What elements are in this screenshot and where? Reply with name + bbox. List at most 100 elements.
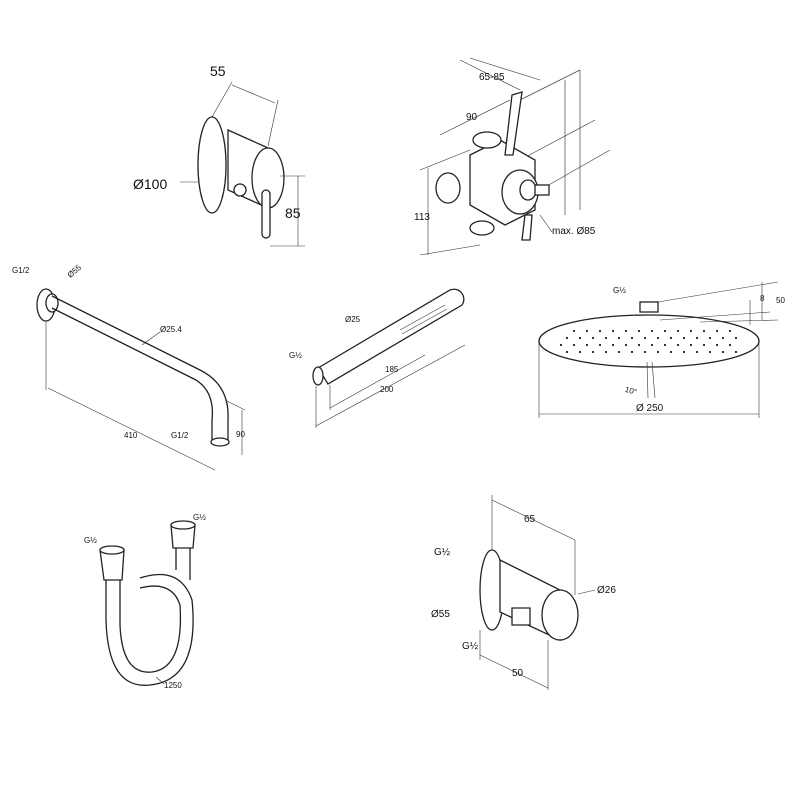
mixer-diameter-label: Ø100: [133, 176, 167, 192]
hand-shower-body: [317, 288, 465, 385]
nozzle: [683, 351, 685, 353]
nozzle: [592, 337, 594, 339]
shower-arm-drawing: G1/2 Ø55 Ø25.4 410 G1/2 90: [12, 263, 245, 471]
nozzle: [670, 351, 672, 353]
hose-thread-b-label: G½: [193, 513, 206, 522]
nozzle: [703, 344, 705, 346]
nozzle: [683, 337, 685, 339]
nozzle: [599, 330, 601, 332]
nozzle: [690, 344, 692, 346]
nozzle: [677, 344, 679, 346]
nozzle: [618, 351, 620, 353]
nozzle: [618, 337, 620, 339]
nozzle: [625, 330, 627, 332]
outlet-rosette-label: Ø55: [431, 609, 450, 620]
nozzle: [631, 351, 633, 353]
nozzle: [722, 351, 724, 353]
hose-length-label: 1250: [164, 681, 182, 690]
nozzle: [657, 337, 659, 339]
nozzle: [696, 351, 698, 353]
outlet-offset-label: 50: [512, 668, 524, 679]
nozzle: [670, 337, 672, 339]
diverter-knob: [233, 183, 247, 197]
arm-drop-label: 90: [236, 430, 245, 439]
hand-shower-thread-label: G½: [289, 351, 302, 360]
nozzle: [735, 351, 737, 353]
nozzle: [651, 344, 653, 346]
nozzle: [625, 344, 627, 346]
head-shower-plate: [538, 314, 760, 368]
head-shower-connector: [639, 301, 659, 313]
nozzle: [638, 344, 640, 346]
arm-wall-thread-label: G1/2: [12, 266, 30, 275]
nozzle: [586, 344, 588, 346]
hand-shower-drawing: Ø25 G½ 185 200: [289, 288, 466, 428]
nozzle: [703, 330, 705, 332]
nozzle: [677, 330, 679, 332]
arm-rosette-label: Ø55: [66, 263, 84, 280]
nozzle: [657, 351, 659, 353]
concealed-mixer-drawing: 55 Ø100 85: [133, 63, 305, 247]
nozzle: [573, 330, 575, 332]
nozzle: [651, 330, 653, 332]
nozzle: [709, 351, 711, 353]
head-shower-diameter-label: Ø 250: [636, 403, 664, 414]
nozzle: [612, 330, 614, 332]
head-shower-thread-label: G½: [613, 286, 626, 295]
nozzle: [579, 351, 581, 353]
nozzle: [592, 351, 594, 353]
head-shower-height-label: 50: [776, 296, 785, 305]
hand-shower-diameter-label: Ø25: [345, 315, 361, 324]
valve-height-label: 113: [414, 212, 430, 223]
nozzle: [573, 344, 575, 346]
arm-outlet-thread-label: G1/2: [171, 431, 189, 440]
nozzle: [579, 337, 581, 339]
arm-tube-label: Ø25.4: [160, 325, 182, 334]
hose-thread-a-label: G½: [84, 536, 97, 545]
nozzle: [566, 351, 568, 353]
nozzle: [722, 337, 724, 339]
nozzle: [690, 330, 692, 332]
nozzle: [735, 337, 737, 339]
head-shower-tilt-label: 10°: [624, 385, 638, 397]
valve-body-drawing: 65-85 90 113 max. Ø85: [414, 57, 611, 256]
outlet-connector-diameter-label: Ø26: [597, 585, 616, 596]
nozzle: [664, 330, 666, 332]
nozzle: [696, 337, 698, 339]
wall-outlet-drawing: 65 G½ Ø26 Ø55 G½ 50: [431, 495, 616, 690]
nozzle: [709, 337, 711, 339]
nozzle: [729, 344, 731, 346]
mixer-lever: [261, 189, 271, 239]
nozzle: [729, 330, 731, 332]
nozzle: [644, 351, 646, 353]
outlet-depth-label: 65: [524, 514, 536, 525]
head-shower-plate-label: 8: [760, 294, 765, 303]
nozzle: [644, 337, 646, 339]
valve-width-label: 90: [466, 112, 478, 123]
head-shower-drawing: 8 50 G½ 10° Ø 250: [538, 281, 785, 418]
outlet-hose-thread-label: G½: [462, 641, 479, 652]
nozzle: [716, 344, 718, 346]
nozzle: [716, 330, 718, 332]
hand-shower-body-length-label: 185: [385, 365, 399, 374]
shower-hose-drawing: G½ G½ 1250: [84, 513, 206, 690]
mixer-rosette: [197, 116, 227, 214]
nozzle: [605, 337, 607, 339]
hand-shower-total-length-label: 200: [380, 385, 394, 394]
valve-max-diameter-label: max. Ø85: [552, 226, 596, 237]
nozzle-pattern: [560, 330, 737, 353]
nozzle: [566, 337, 568, 339]
nozzle: [586, 330, 588, 332]
valve-depth-label: 65-85: [479, 72, 505, 83]
nozzle: [664, 344, 666, 346]
mixer-height-label: 85: [285, 205, 301, 221]
outlet-wall-thread-label: G½: [434, 547, 451, 558]
nozzle: [612, 344, 614, 346]
nozzle: [605, 351, 607, 353]
outlet-connector: [541, 589, 579, 641]
arm-length-label: 410: [124, 431, 138, 440]
mixer-depth-label: 55: [210, 63, 226, 79]
nozzle: [631, 337, 633, 339]
nozzle: [599, 344, 601, 346]
